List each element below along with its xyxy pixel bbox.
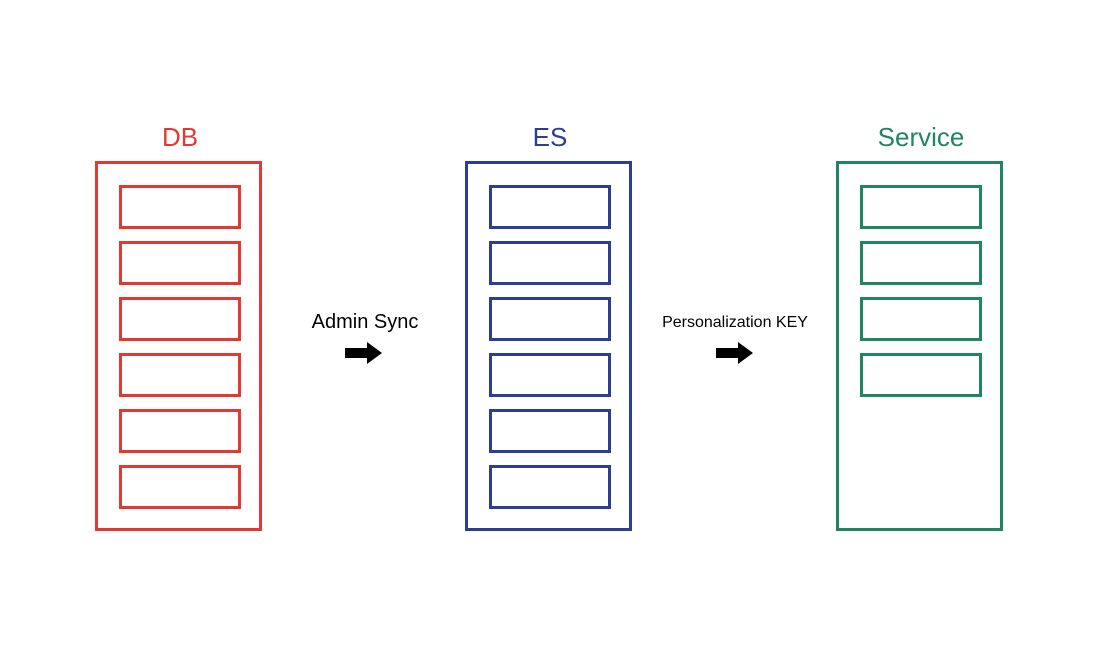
db-slot <box>119 465 241 509</box>
db-slot <box>119 185 241 229</box>
service-slot <box>860 297 982 341</box>
es-title: ES <box>532 122 568 152</box>
es-container <box>465 161 632 531</box>
es-slot <box>489 241 611 285</box>
service-title: Service <box>877 122 965 152</box>
es-slot <box>489 409 611 453</box>
service-container <box>836 161 1003 531</box>
service-slot <box>860 241 982 285</box>
service-slot <box>860 185 982 229</box>
es-slot <box>489 353 611 397</box>
db-slot <box>119 297 241 341</box>
db-slot <box>119 409 241 453</box>
db-slot <box>119 353 241 397</box>
right-arrow-icon <box>345 342 382 364</box>
db-slot <box>119 241 241 285</box>
right-arrow-icon <box>716 342 753 364</box>
personalization-key-label: Personalization KEY <box>662 314 808 331</box>
es-slot <box>489 297 611 341</box>
admin-sync-label: Admin Sync <box>311 311 419 333</box>
es-slot <box>489 465 611 509</box>
service-slot <box>860 353 982 397</box>
db-title: DB <box>161 122 199 152</box>
db-container <box>95 161 262 531</box>
es-slot <box>489 185 611 229</box>
